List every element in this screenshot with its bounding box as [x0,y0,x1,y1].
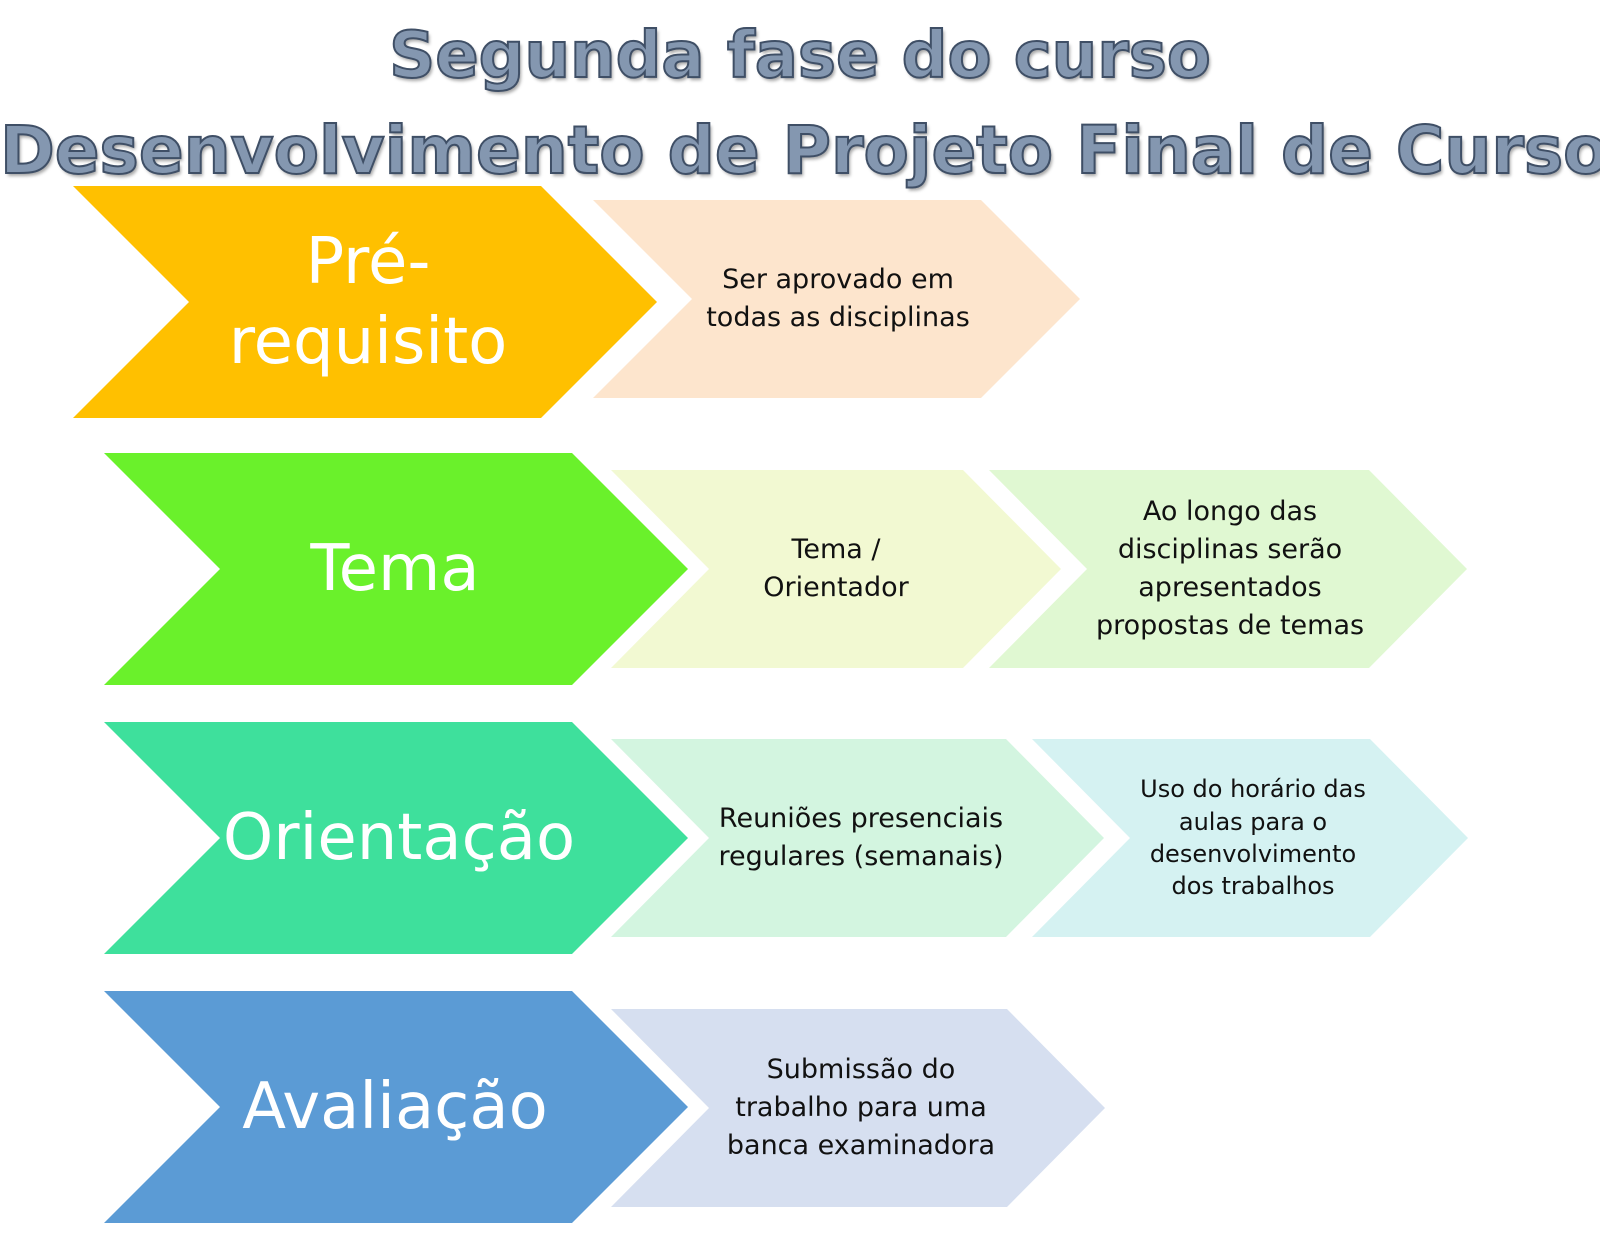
theme-detail-2-shape [989,470,1467,668]
theme-detail-1-text: Tema / Orientador [763,534,909,603]
theme-detail-2: Ao longo das disciplinas serão apresenta… [989,470,1467,668]
theme-detail-2-text: Ao longo das disciplinas serão apresenta… [1095,496,1365,641]
stage-orientation-shape [104,722,688,954]
stage-theme-label: Tema [310,532,480,606]
prerequisite-detail-1: Ser aprovado em todas as disciplinas [593,200,1080,398]
prerequisite-detail-1-shape [593,200,1080,398]
stage-orientation-label: Orientação [222,801,576,875]
diagram-title-line2: Desenvolvimento de Projeto Final de Curs… [0,112,1600,189]
evaluation-detail-1-text: Submissão do trabalho para uma banca exa… [726,1054,996,1161]
orientation-detail-1-shape [611,739,1104,937]
theme-detail-1: Tema / Orientador [611,470,1061,668]
diagram-title-line1: Segunda fase do curso [388,19,1212,93]
prerequisite-detail-1-text: Ser aprovado em todas as disciplinas [706,264,970,333]
stage-prerequisite-label: Pré-requisito [228,225,508,379]
stage-evaluation-shape [104,991,688,1223]
stage-prerequisite-shape [73,186,657,418]
stage-evaluation: Avaliação [104,991,688,1223]
stage-prerequisite: Pré-requisito [73,186,657,418]
evaluation-detail-1-shape [611,1009,1105,1207]
orientation-detail-2-shape [1032,739,1468,937]
orientation-detail-1-text: Reuniões presenciais regulares (semanais… [718,803,1004,872]
orientation-detail-2-text: Uso do horário das aulas para o desenvol… [1140,775,1366,901]
orientation-detail-1: Reuniões presenciais regulares (semanais… [611,739,1104,937]
stage-evaluation-label: Avaliação [242,1070,548,1144]
stage-theme-shape [104,453,688,685]
stage-orientation: Orientação [104,722,688,954]
evaluation-detail-1: Submissão do trabalho para uma banca exa… [611,1009,1105,1207]
stage-theme: Tema [104,453,688,685]
theme-detail-1-shape [611,470,1061,668]
orientation-detail-2: Uso do horário das aulas para o desenvol… [1032,739,1468,937]
